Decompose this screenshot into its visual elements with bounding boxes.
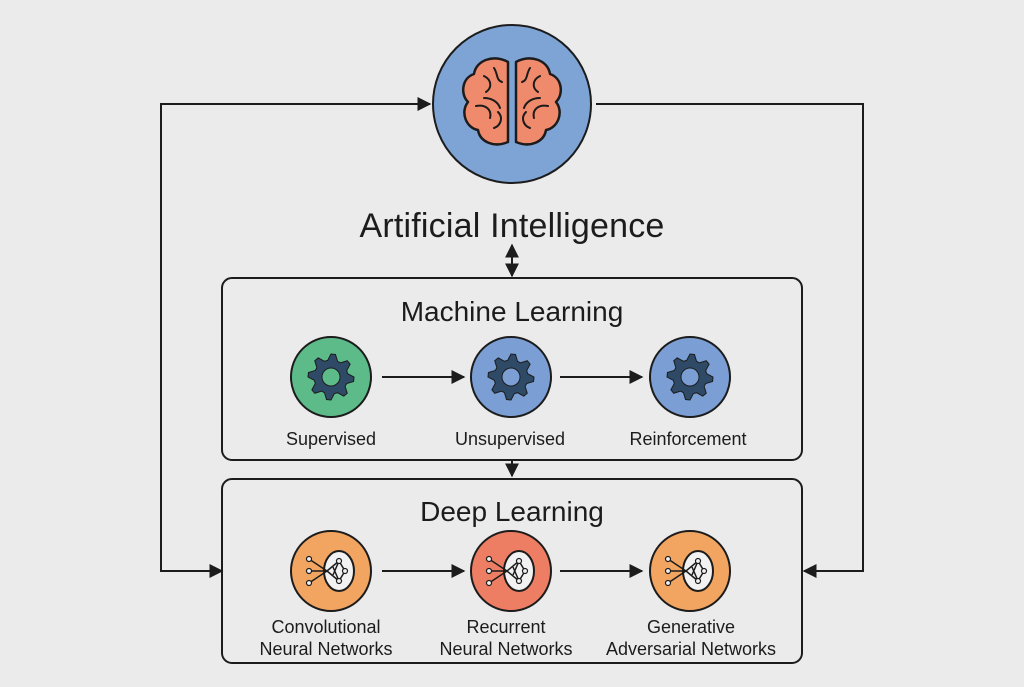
ml-node bbox=[290, 336, 372, 418]
ml-node-label-reinforcement: Reinforcement bbox=[629, 429, 747, 449]
dl-node-label-rnn-line2: Neural Networks bbox=[439, 639, 573, 659]
machine-learning-title: Machine Learning bbox=[400, 296, 624, 327]
dl-node-label-cnn-line1: Convolutional bbox=[271, 617, 381, 637]
ml-node-label-unsupervised: Unsupervised bbox=[454, 429, 566, 449]
dl-node-label-rnn: Recurrent Neural Networks bbox=[411, 616, 601, 660]
dl-node-label-gan-line1: Generative bbox=[646, 617, 736, 637]
dl-node-label-cnn-line2: Neural Networks bbox=[259, 639, 393, 659]
right-loop-connector bbox=[596, 103, 864, 578]
dl-node-label-cnn: Convolutional Neural Networks bbox=[231, 616, 421, 660]
deep-learning-box bbox=[221, 478, 803, 664]
dl-node-label-gan: Generative Adversarial Networks bbox=[596, 616, 786, 660]
dl-node bbox=[470, 530, 552, 612]
ml-node-label-supervised: Supervised bbox=[285, 429, 377, 449]
ml-node bbox=[470, 336, 552, 418]
brain-icon bbox=[461, 57, 563, 146]
dl-node-label-rnn-line1: Recurrent bbox=[466, 617, 546, 637]
dl-node bbox=[290, 530, 372, 612]
gear-icon bbox=[666, 353, 714, 401]
gear-icon bbox=[307, 353, 355, 401]
neural-network-icon bbox=[485, 550, 535, 592]
neural-network-icon bbox=[305, 550, 355, 592]
ai-title: Artificial Intelligence bbox=[359, 207, 665, 245]
deep-learning-title: Deep Learning bbox=[420, 496, 604, 527]
left-loop-connector bbox=[160, 97, 432, 578]
dl-node bbox=[649, 530, 731, 612]
gear-icon bbox=[487, 353, 535, 401]
ml-node bbox=[649, 336, 731, 418]
ai-circle bbox=[432, 24, 592, 184]
neural-network-icon bbox=[664, 550, 714, 592]
dl-node-label-gan-line2: Adversarial Networks bbox=[605, 639, 777, 659]
